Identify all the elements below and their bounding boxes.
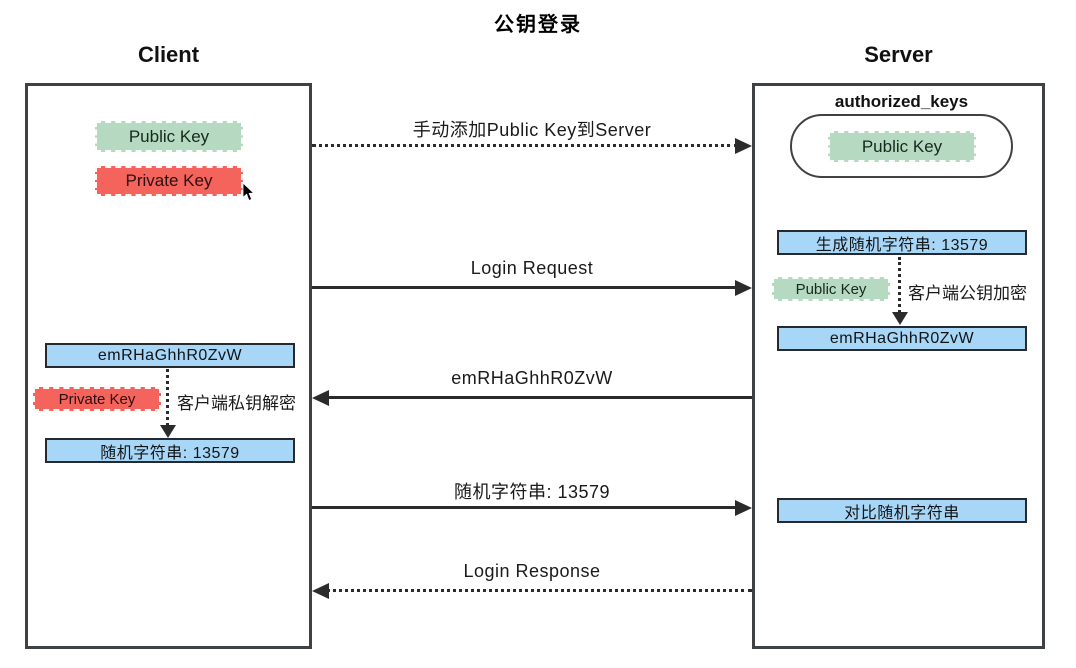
client-decrypted-box: 随机字符串: 13579 [45, 438, 295, 463]
client-cipher-box: emRHaGhhR0ZvW [45, 343, 295, 368]
server-encrypt-public-key-box: Public Key [772, 277, 890, 301]
arrowhead-right-icon [735, 500, 752, 516]
server-cipher-box: emRHaGhhR0ZvW [777, 326, 1027, 351]
arrowhead-left-icon [312, 583, 329, 599]
message-line-cipher [326, 396, 752, 399]
message-line-login-response [326, 589, 752, 592]
message-label-add-public-key: 手动添加Public Key到Server [412, 120, 652, 140]
message-label-login-request: Login Request [470, 258, 594, 278]
arrowhead-right-icon [735, 280, 752, 296]
message-line-login-request [312, 286, 738, 289]
client-decrypt-note: 客户端私钥解密 [177, 394, 296, 413]
server-stored-public-key-box: Public Key [828, 131, 976, 162]
message-label-login-response: Login Response [463, 561, 601, 581]
server-heading: Server [864, 42, 933, 67]
arrowhead-right-icon [735, 138, 752, 154]
server-compare-box: 对比随机字符串 [777, 498, 1027, 523]
server-encrypt-arrowhead-icon [892, 312, 908, 325]
server-encrypt-note: 客户端公钥加密 [908, 284, 1027, 303]
client-decrypt-arrow-line [166, 369, 169, 426]
message-label-cipher: emRHaGhhR0ZvW [451, 368, 613, 388]
client-private-key-box: Private Key [95, 166, 243, 196]
diagram-title: 公钥登录 [494, 14, 582, 36]
arrowhead-left-icon [312, 390, 329, 406]
server-generate-random-box: 生成随机字符串: 13579 [777, 230, 1027, 255]
mouse-cursor-icon [242, 182, 257, 207]
server-encrypt-arrow-line [898, 257, 901, 313]
message-line-random-string [312, 506, 738, 509]
authorized-keys-title: authorized_keys [834, 92, 969, 111]
message-label-random-string: 随机字符串: 13579 [453, 482, 611, 502]
message-line-add-public-key [312, 144, 738, 147]
client-public-key-box: Public Key [95, 121, 243, 152]
client-decrypt-arrowhead-icon [160, 425, 176, 438]
client-decrypt-private-key-box: Private Key [33, 387, 161, 411]
client-heading: Client [137, 42, 200, 67]
